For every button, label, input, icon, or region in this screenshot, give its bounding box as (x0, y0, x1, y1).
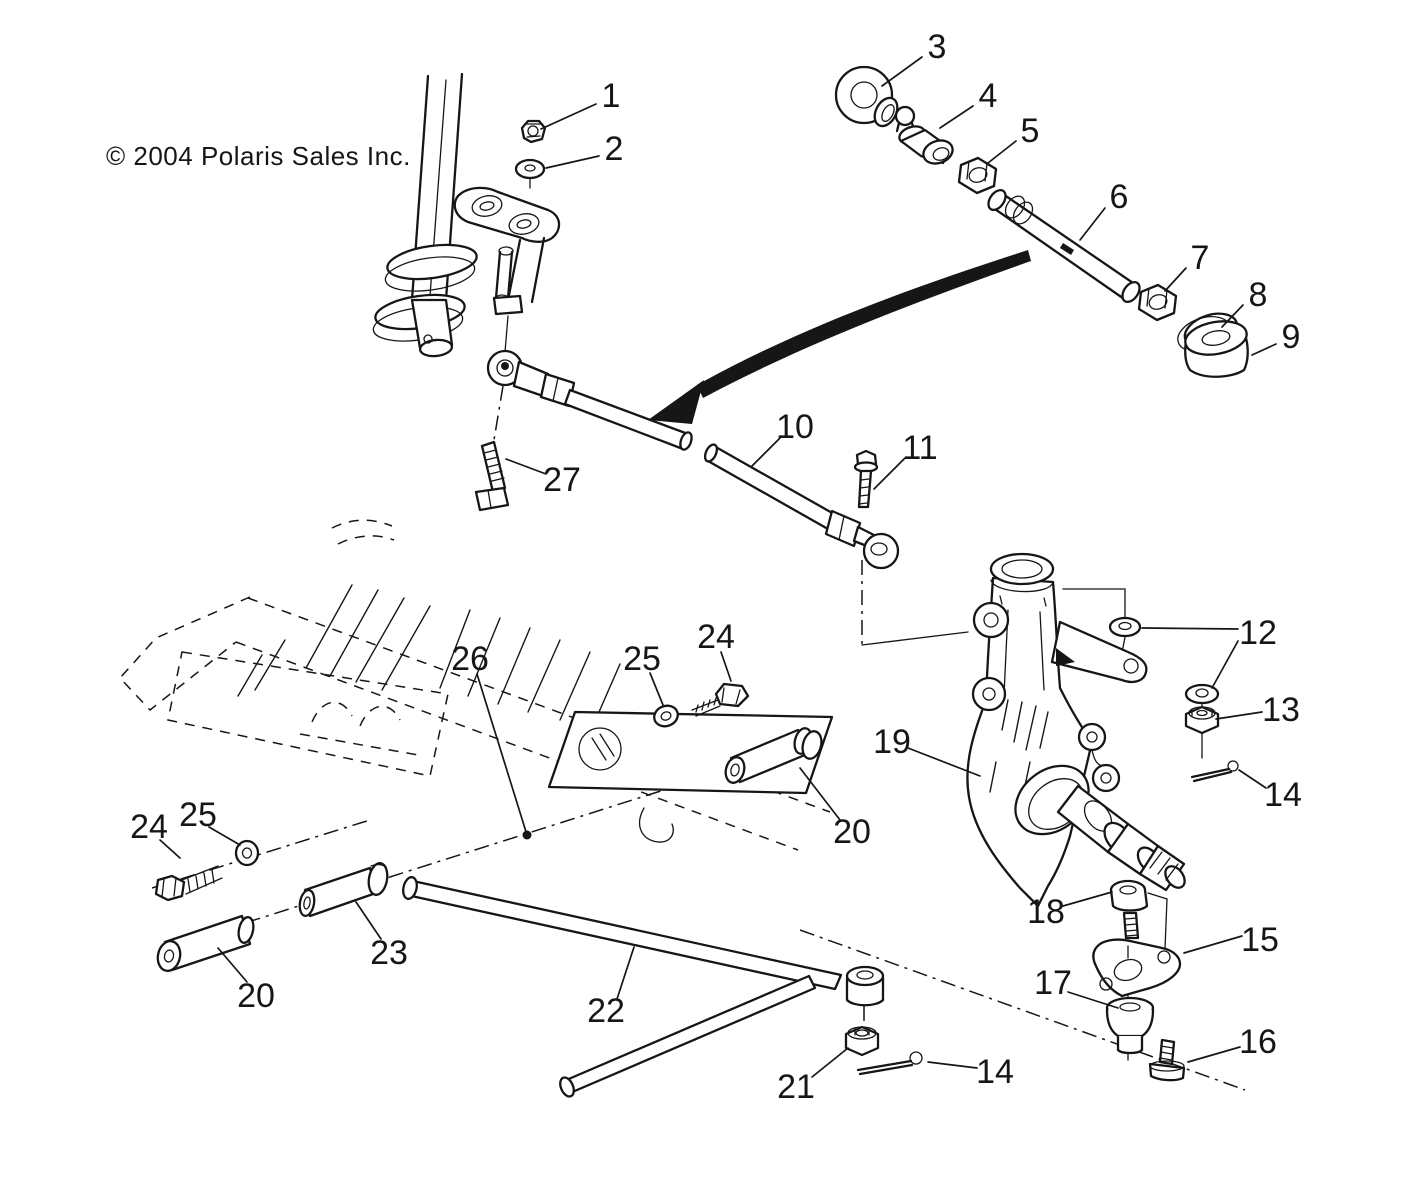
screw-16-drawing (1148, 1038, 1186, 1082)
direction-arrow (648, 250, 1031, 424)
callout-leader-12 (1211, 640, 1239, 689)
callout-label-15: 15 (1241, 921, 1279, 959)
sleeve-20b-drawing (724, 727, 823, 784)
callout-label-8: 8 (1249, 276, 1268, 314)
callout-label-20: 20 (833, 813, 871, 851)
copyright-text: © 2004 Polaris Sales Inc. (106, 141, 411, 171)
callout-label-16: 16 (1239, 1023, 1277, 1061)
callout-label-25: 25 (623, 640, 661, 678)
callout-leader-3 (881, 56, 923, 87)
nut-13-drawing (1184, 705, 1220, 735)
tie-rod-exploded-drawing (834, 65, 1249, 378)
callout-leader-7 (1164, 267, 1187, 292)
washer-25b-drawing (234, 839, 260, 867)
ball-joint-17-drawing (1105, 996, 1155, 1055)
cotter-pin-14b-drawing (856, 1051, 923, 1076)
callout-leader-20 (217, 947, 248, 983)
washer-2-drawing (514, 158, 546, 189)
frame-ghost-drawing (118, 519, 831, 851)
callout-label-24: 24 (697, 618, 735, 656)
callout-leader-17 (1067, 991, 1119, 1009)
callout-leader-11 (873, 457, 906, 490)
sleeve-20c-drawing (156, 914, 255, 972)
callout-label-12: 12 (1239, 614, 1277, 652)
callout-leader-4 (939, 105, 974, 129)
callout-label-27: 27 (543, 461, 581, 499)
bolt-11-drawing (853, 449, 879, 509)
callout-leader-8 (1221, 304, 1244, 328)
callout-leader-26 (476, 673, 528, 836)
callout-label-14: 14 (1264, 776, 1302, 814)
callout-label-26: 26 (451, 640, 489, 678)
callout-leader-15 (1183, 935, 1243, 954)
callout-leader-2 (545, 155, 600, 169)
callout-leader-25 (649, 672, 664, 706)
washer-25a-drawing (653, 704, 679, 728)
bolt-18-drawing (1109, 879, 1149, 940)
callouts-layer: 1234567891011121314151617181920202122232… (130, 28, 1302, 1106)
callout-label-24: 24 (130, 808, 168, 846)
callout-leader-24 (159, 839, 181, 859)
nut-1-drawing (520, 119, 547, 144)
callout-leader-19 (907, 747, 981, 777)
callout-leader-5 (987, 140, 1017, 164)
callout-leader-20 (799, 767, 841, 821)
callout-leader-6 (1079, 207, 1106, 241)
callout-label-6: 6 (1110, 178, 1129, 216)
callout-label-13: 13 (1262, 691, 1300, 729)
frame-mount-plate-drawing (547, 710, 834, 843)
callout-label-11: 11 (902, 429, 937, 467)
callout-label-10: 10 (776, 408, 814, 446)
callout-label-3: 3 (928, 28, 947, 66)
callout-leader-22 (616, 946, 635, 1000)
callout-label-4: 4 (979, 77, 998, 115)
bolt-27-drawing (474, 440, 510, 512)
callout-label-1: 1 (602, 77, 621, 115)
pivot-tube-23-drawing (298, 862, 389, 918)
plate-15-drawing (1092, 938, 1182, 998)
cotter-pin-14a-drawing (1190, 760, 1239, 783)
callout-label-14: 14 (976, 1053, 1014, 1091)
tie-rod-center-drawing (474, 349, 900, 570)
callout-label-19: 19 (873, 723, 911, 761)
callout-label-7: 7 (1191, 239, 1210, 277)
callout-leader-12 (1141, 627, 1239, 630)
callout-leader-18 (1062, 891, 1113, 907)
callout-label-23: 23 (370, 934, 408, 972)
callout-label-25: 25 (179, 796, 217, 834)
callout-label-22: 22 (587, 992, 625, 1030)
steering-column-drawing (372, 72, 561, 358)
callout-leader-25 (208, 826, 241, 846)
callout-leader-21 (811, 1047, 849, 1078)
callout-leader-1 (540, 103, 597, 130)
callout-label-20: 20 (237, 977, 275, 1015)
callout-leader-14 (927, 1061, 978, 1069)
callout-label-5: 5 (1021, 112, 1040, 150)
bolt-24a-drawing (691, 682, 750, 717)
callout-leader-24 (720, 651, 732, 682)
callout-leader-16 (1187, 1046, 1241, 1063)
castle-nut-21-drawing (844, 1025, 880, 1057)
a-arm-drawing (154, 682, 923, 1098)
callout-leader-23 (355, 901, 382, 940)
callout-label-21: 21 (777, 1068, 815, 1106)
callout-leader-27 (505, 458, 547, 475)
apex-bushing-drawing (845, 965, 885, 1007)
callout-leader-9 (1251, 343, 1277, 356)
bolt-24b-drawing (154, 865, 223, 902)
callout-label-2: 2 (605, 130, 624, 168)
knuckle-drawing (966, 552, 1239, 1082)
callout-leader-14 (1238, 769, 1267, 789)
callout-label-18: 18 (1027, 893, 1065, 931)
callout-label-17: 17 (1034, 964, 1072, 1002)
callout-dot-26 (522, 830, 532, 840)
callout-leader-13 (1215, 711, 1263, 720)
callout-leader-10 (751, 437, 781, 467)
callout-label-9: 9 (1282, 318, 1301, 356)
